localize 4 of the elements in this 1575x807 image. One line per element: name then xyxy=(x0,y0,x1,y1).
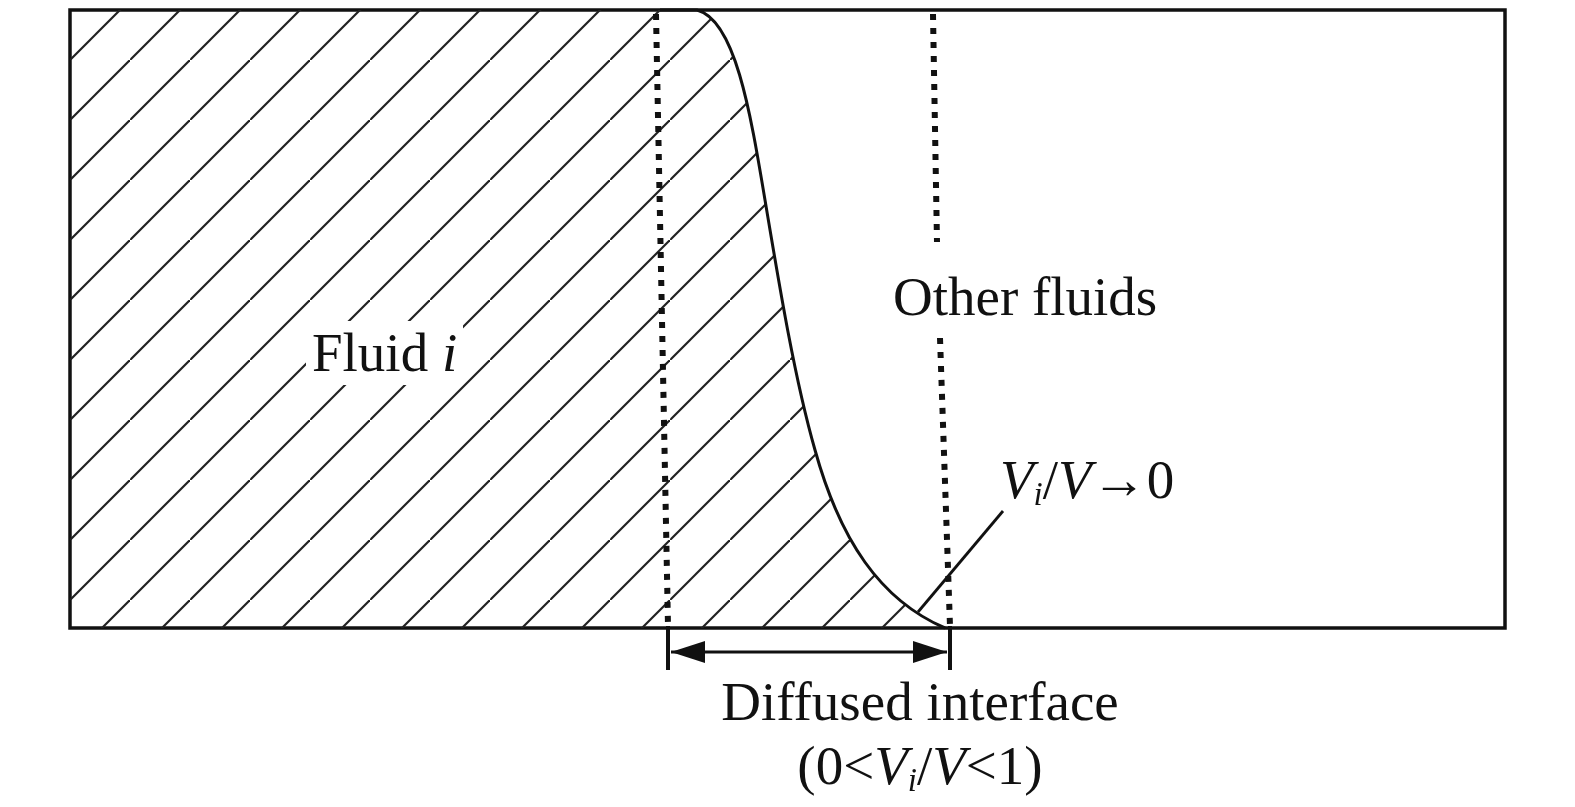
fluid-label: Fluid i xyxy=(306,321,464,385)
ratio-label: V$_{i}$/V→0 xyxy=(1000,448,1175,512)
interface-label: Diffused interface (0<V$_{i}$/V<1) xyxy=(720,670,1120,798)
leader-line xyxy=(916,510,1005,613)
